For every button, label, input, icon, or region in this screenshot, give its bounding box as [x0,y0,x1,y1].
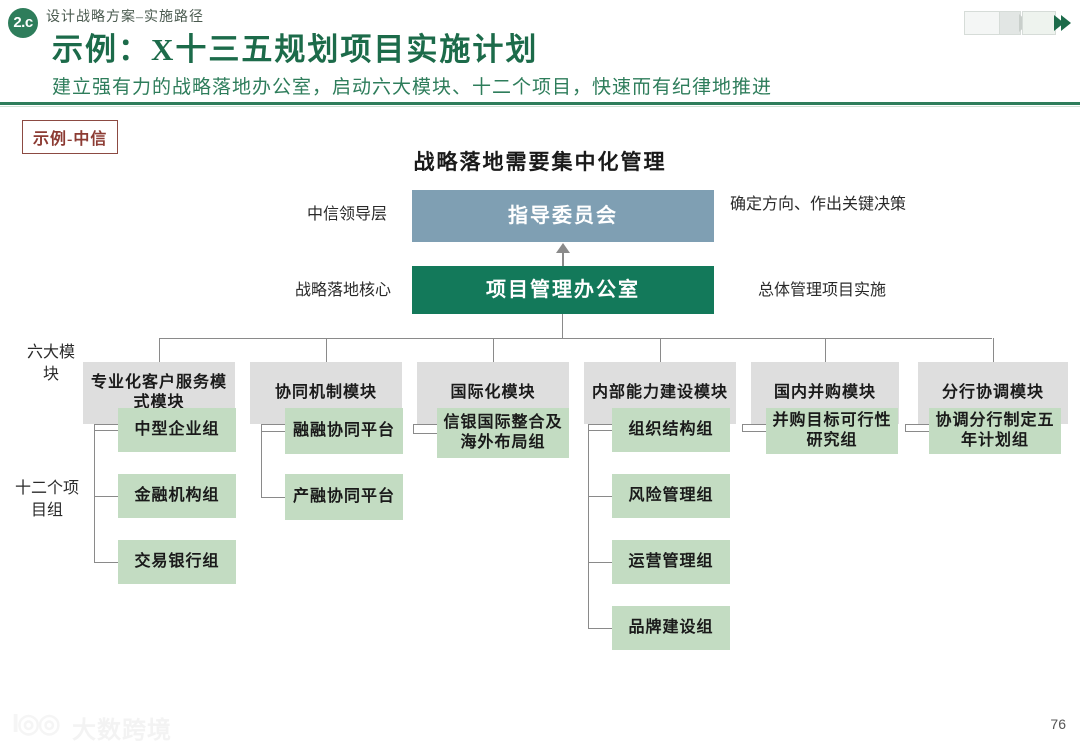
logo-mark-icon: I◎◎ [12,708,61,738]
group-branch-connector [905,431,929,432]
progress-arrow-head-icon [1054,15,1064,31]
project-group-box[interactable]: 运营管理组 [612,540,730,584]
group-branch-connector [261,431,285,432]
header-divider [0,102,1080,105]
trunk-connector [562,314,563,338]
project-group-box[interactable]: 金融机构组 [118,474,236,518]
project-group-box[interactable]: 并购目标可行性研究组 [766,408,898,454]
header-divider-thin [0,106,1080,107]
watermark: I◎◎ 大数跨境 [10,700,250,744]
group-branch-connector [94,562,118,563]
project-group-box[interactable]: 协调分行制定五年计划组 [929,408,1061,454]
group-branch-connector [588,496,612,497]
org-chart: 战略落地需要集中化管理 中信领导层 指导委员会 确定方向、作出关键决策 战略落地… [0,140,1080,700]
project-group-box[interactable]: 品牌建设组 [612,606,730,650]
page-subtitle: 建立强有力的战略落地办公室，启动六大模块、十二个项目，快速而有纪律地推进 [52,77,773,98]
module-drop-connector [493,338,494,362]
progress-segment-3 [1022,11,1056,35]
project-group-box[interactable]: 融融协同平台 [285,408,403,454]
header-eyebrow: 设计战略方案–实施路径 [46,10,204,25]
group-spine-connector [588,424,589,628]
row-label-groups: 十二个项目组 [14,480,79,519]
pmo-right-caption: 总体管理项目实施 [757,282,886,299]
module-drop-connector [326,338,327,362]
group-spine-connector [905,424,906,431]
group-branch-connector [261,497,285,498]
group-branch-connector [94,430,118,431]
steering-left-caption: 中信领导层 [306,206,387,223]
project-group-box[interactable]: 中型企业组 [118,408,236,452]
pmo-box: 项目管理办公室 [412,266,714,314]
progress-segment-2 [999,11,1021,35]
group-branch-connector [588,562,612,563]
pmo-left-caption: 战略落地核心 [294,282,391,299]
project-group-box[interactable]: 风险管理组 [612,474,730,518]
group-spine-connector [94,424,95,562]
steering-committee-box: 指导委员会 [412,190,714,242]
example-tag: 示例-中信 [22,120,119,154]
group-branch-connector [742,431,766,432]
progress-segment-1 [964,11,1000,35]
project-group-box[interactable]: 组织结构组 [612,408,730,452]
module-drop-connector [660,338,661,362]
group-spine-connector [413,424,414,433]
up-arrow-stem [562,250,564,270]
group-branch-connector [588,430,612,431]
project-group-box[interactable]: 产融协同平台 [285,474,403,520]
module-drop-connector [825,338,826,362]
section-number-badge: 2.c [8,8,38,38]
project-group-box[interactable]: 交易银行组 [118,540,236,584]
row-label-modules: 六大模块 [26,344,75,383]
project-group-box[interactable]: 信银国际整合及海外布局组 [437,408,569,458]
diagram-title: 战略落地需要集中化管理 [413,150,667,174]
steering-right-caption: 确定方向、作出关键决策 [729,196,906,213]
module-drop-connector [993,338,994,362]
watermark-text: 大数跨境 [72,718,172,744]
progress-arrow-head-2-icon [1061,15,1071,31]
group-spine-connector [261,424,262,497]
group-branch-connector [413,433,437,434]
module-drop-connector [159,338,160,362]
page-title: 示例：X十三五规划项目实施计划 [52,32,539,67]
group-branch-connector [588,628,612,629]
up-arrow-head-icon [556,243,570,253]
group-spine-connector [742,424,743,431]
slide-header: 2.c 设计战略方案–实施路径 示例：X十三五规划项目实施计划 建立强有力的战略… [0,0,1080,104]
progress-arrow-icon [964,8,1072,38]
page-number: 76 [1050,716,1066,732]
group-branch-connector [94,496,118,497]
bus-connector [160,338,992,339]
